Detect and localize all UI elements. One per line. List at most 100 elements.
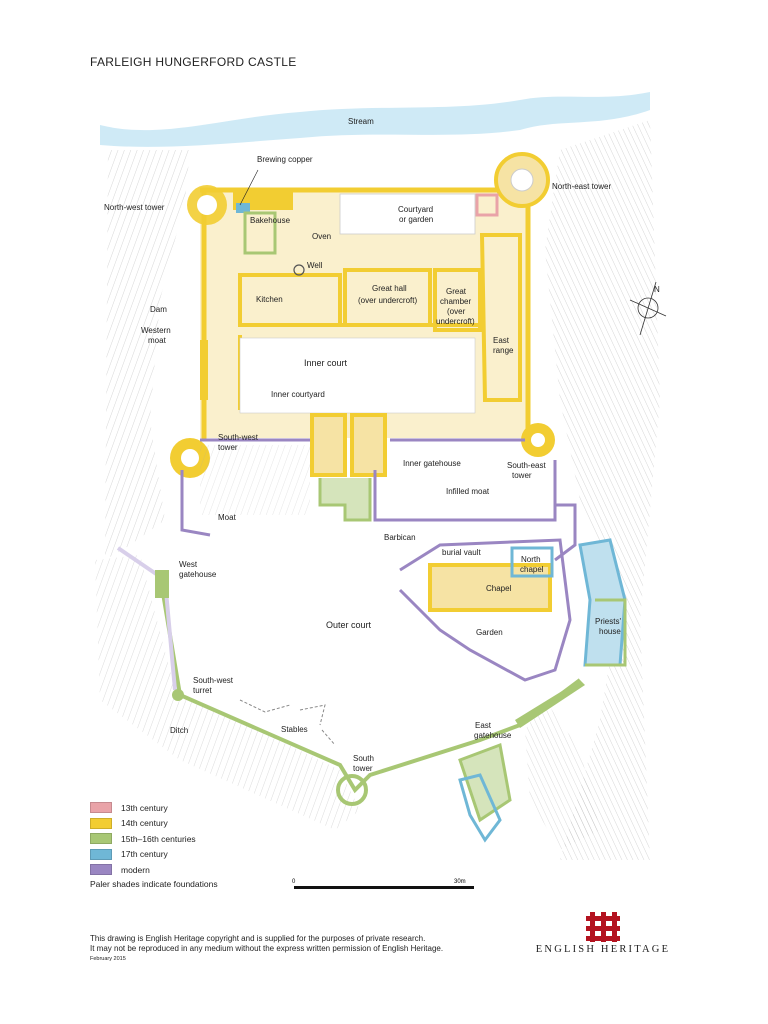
label-southwest-turret-1: South-west: [193, 676, 234, 685]
scale-start: 0: [292, 879, 296, 885]
label-bakehouse: Bakehouse: [250, 216, 291, 225]
label-great-chamber-3: (over: [447, 307, 466, 316]
copyright-line-1: This drawing is English Heritage copyrig…: [90, 934, 426, 943]
north-arrow-letter: N: [654, 285, 660, 294]
page-title: FARLEIGH HUNGERFORD CASTLE: [90, 55, 297, 69]
label-southwest-tower-2: tower: [218, 443, 238, 452]
legend-item: 17th century: [90, 847, 196, 863]
label-ditch: Ditch: [170, 726, 188, 735]
chapel-enclosure: [398, 538, 572, 682]
south-tower: [336, 774, 368, 806]
label-moat: Moat: [218, 513, 237, 522]
courtyard-garden: [339, 193, 476, 235]
label-infilled-moat: Infilled moat: [446, 487, 490, 496]
label-east-range-1: East: [493, 336, 510, 345]
label-great-chamber-4: undercroft): [436, 317, 475, 326]
legend-swatch-15th-16th: [90, 833, 112, 845]
inner-court-walls: [238, 233, 522, 410]
copyright-notice: This drawing is English Heritage copyrig…: [90, 934, 443, 964]
south-ditch-bank: [95, 555, 360, 830]
northeast-tower-inner: [510, 168, 534, 192]
legend-item: 13th century: [90, 800, 196, 816]
label-western-moat-1: Western: [141, 326, 171, 335]
label-north-chapel-2: chapel: [520, 565, 544, 574]
label-east-gatehouse-1: East: [475, 721, 492, 730]
label-outer-court: Outer court: [326, 620, 372, 630]
label-south-tower-1: South: [353, 754, 374, 763]
east-approach-wall: [515, 680, 585, 728]
label-northwest-tower: North-west tower: [104, 203, 165, 212]
copyright-line-2: It may not be reproduced in any medium w…: [90, 944, 444, 953]
bakehouse-17th: [236, 203, 250, 213]
label-priests-house-1: Priests': [595, 617, 621, 626]
west-bank: [105, 150, 190, 560]
legend-label: 15th–16th centuries: [121, 833, 196, 844]
legend-item: 15th–16th centuries: [90, 831, 196, 847]
label-great-chamber-2: chamber: [440, 297, 471, 306]
label-well: Well: [307, 261, 323, 270]
english-heritage-logo: ENGLISH HERITAGE: [528, 910, 678, 960]
label-east-range-2: range: [493, 346, 514, 355]
brand-name: ENGLISH HERITAGE: [535, 944, 671, 955]
legend-swatch-14th: [90, 817, 112, 829]
label-barbican: Barbican: [384, 533, 416, 542]
copyright-date: February 2015: [90, 956, 126, 962]
label-south-tower-2: tower: [353, 764, 373, 773]
southwest-turret: [172, 689, 184, 701]
southeast-bank: [525, 700, 600, 850]
east-gatehouse: [458, 742, 512, 823]
stream: [100, 92, 650, 147]
chapel: [428, 563, 552, 612]
northwest-tower-inner: [197, 195, 217, 215]
legend-label: modern: [121, 864, 150, 875]
label-southwest-tower-1: South-west: [218, 433, 259, 442]
legend: 13th century 14th century 15th–16th cent…: [90, 800, 196, 878]
label-oven: Oven: [312, 232, 331, 241]
southwest-tower-inner: [181, 449, 199, 467]
east-modern-wall: [554, 503, 577, 562]
label-garden: Garden: [476, 628, 503, 637]
label-southeast-tower-1: South-east: [507, 461, 546, 470]
moat-wall: [180, 438, 557, 537]
legend-swatch-17th: [90, 848, 112, 860]
legend-swatch-modern: [90, 864, 112, 876]
inner-gatehouse: [310, 413, 387, 477]
east-bank: [545, 120, 660, 860]
label-great-chamber-1: Great: [446, 287, 467, 296]
barbican: [318, 478, 372, 522]
northwest-range-15th: [243, 211, 277, 255]
southeast-tower-inner: [531, 433, 545, 447]
scale-end: 30m: [454, 879, 466, 885]
label-great-hall-1: Great hall: [372, 284, 407, 293]
label-burial-vault: burial vault: [442, 548, 481, 557]
northeast-13th: [475, 193, 499, 217]
north-chapel: [510, 546, 554, 578]
west-gatehouse: [155, 570, 169, 598]
legend-swatch-13th: [90, 802, 112, 814]
legend-label: 14th century: [121, 818, 168, 829]
english-heritage-portcullis-icon: [586, 912, 620, 942]
legend-label: 17th century: [121, 849, 168, 860]
legend-item: modern: [90, 862, 196, 878]
inner-courtyard: [239, 337, 476, 414]
label-dam: Dam: [150, 305, 167, 314]
legend-item: 14th century: [90, 816, 196, 832]
legend-note: Paler shades indicate foundations: [90, 879, 218, 889]
label-kitchen: Kitchen: [256, 295, 283, 304]
label-inner-courtyard: Inner courtyard: [271, 390, 325, 399]
west-range-wall: [200, 340, 208, 400]
label-southeast-tower-2: tower: [512, 471, 532, 480]
label-courtyard-garden-1: Courtyard: [398, 205, 433, 214]
label-west-gatehouse-1: West: [179, 560, 198, 569]
label-western-moat-2: moat: [148, 336, 167, 345]
label-priests-house-2: house: [599, 627, 621, 636]
brewing-copper-leader: [239, 169, 259, 206]
moat-area: [200, 445, 310, 515]
north-arrow: N: [629, 281, 667, 336]
label-west-gatehouse-2: gatehouse: [179, 570, 217, 579]
label-chapel: Chapel: [486, 584, 512, 593]
label-southwest-turret-2: turret: [193, 686, 212, 695]
east-gatehouse-17th: [458, 773, 502, 843]
well: [293, 264, 305, 276]
